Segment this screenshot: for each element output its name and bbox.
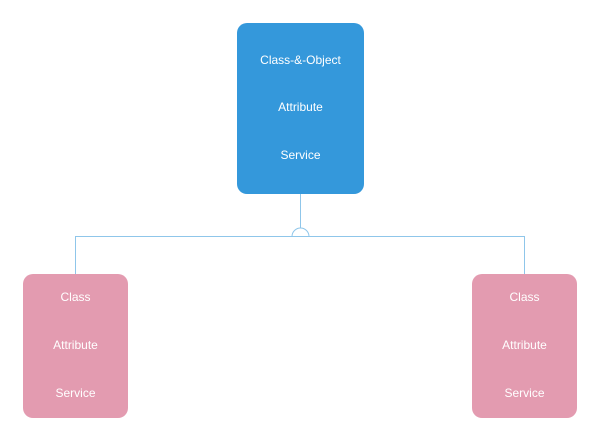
service-label: Service (504, 386, 545, 400)
class-name-label: Class (60, 290, 91, 304)
class-name-label: Class-&-Object (260, 53, 341, 67)
left-class-box[interactable]: Class Attribute Service (23, 274, 128, 418)
attribute-label: Attribute (502, 338, 547, 352)
class-and-object-box[interactable]: Class-&-Object Attribute Service (237, 23, 364, 194)
attribute-label: Attribute (278, 100, 323, 114)
generalization-semicircle-icon (291, 227, 310, 237)
service-label: Service (280, 148, 321, 162)
class-name-label: Class (509, 290, 540, 304)
service-label: Service (55, 386, 96, 400)
right-class-box[interactable]: Class Attribute Service (472, 274, 577, 418)
attribute-label: Attribute (53, 338, 98, 352)
